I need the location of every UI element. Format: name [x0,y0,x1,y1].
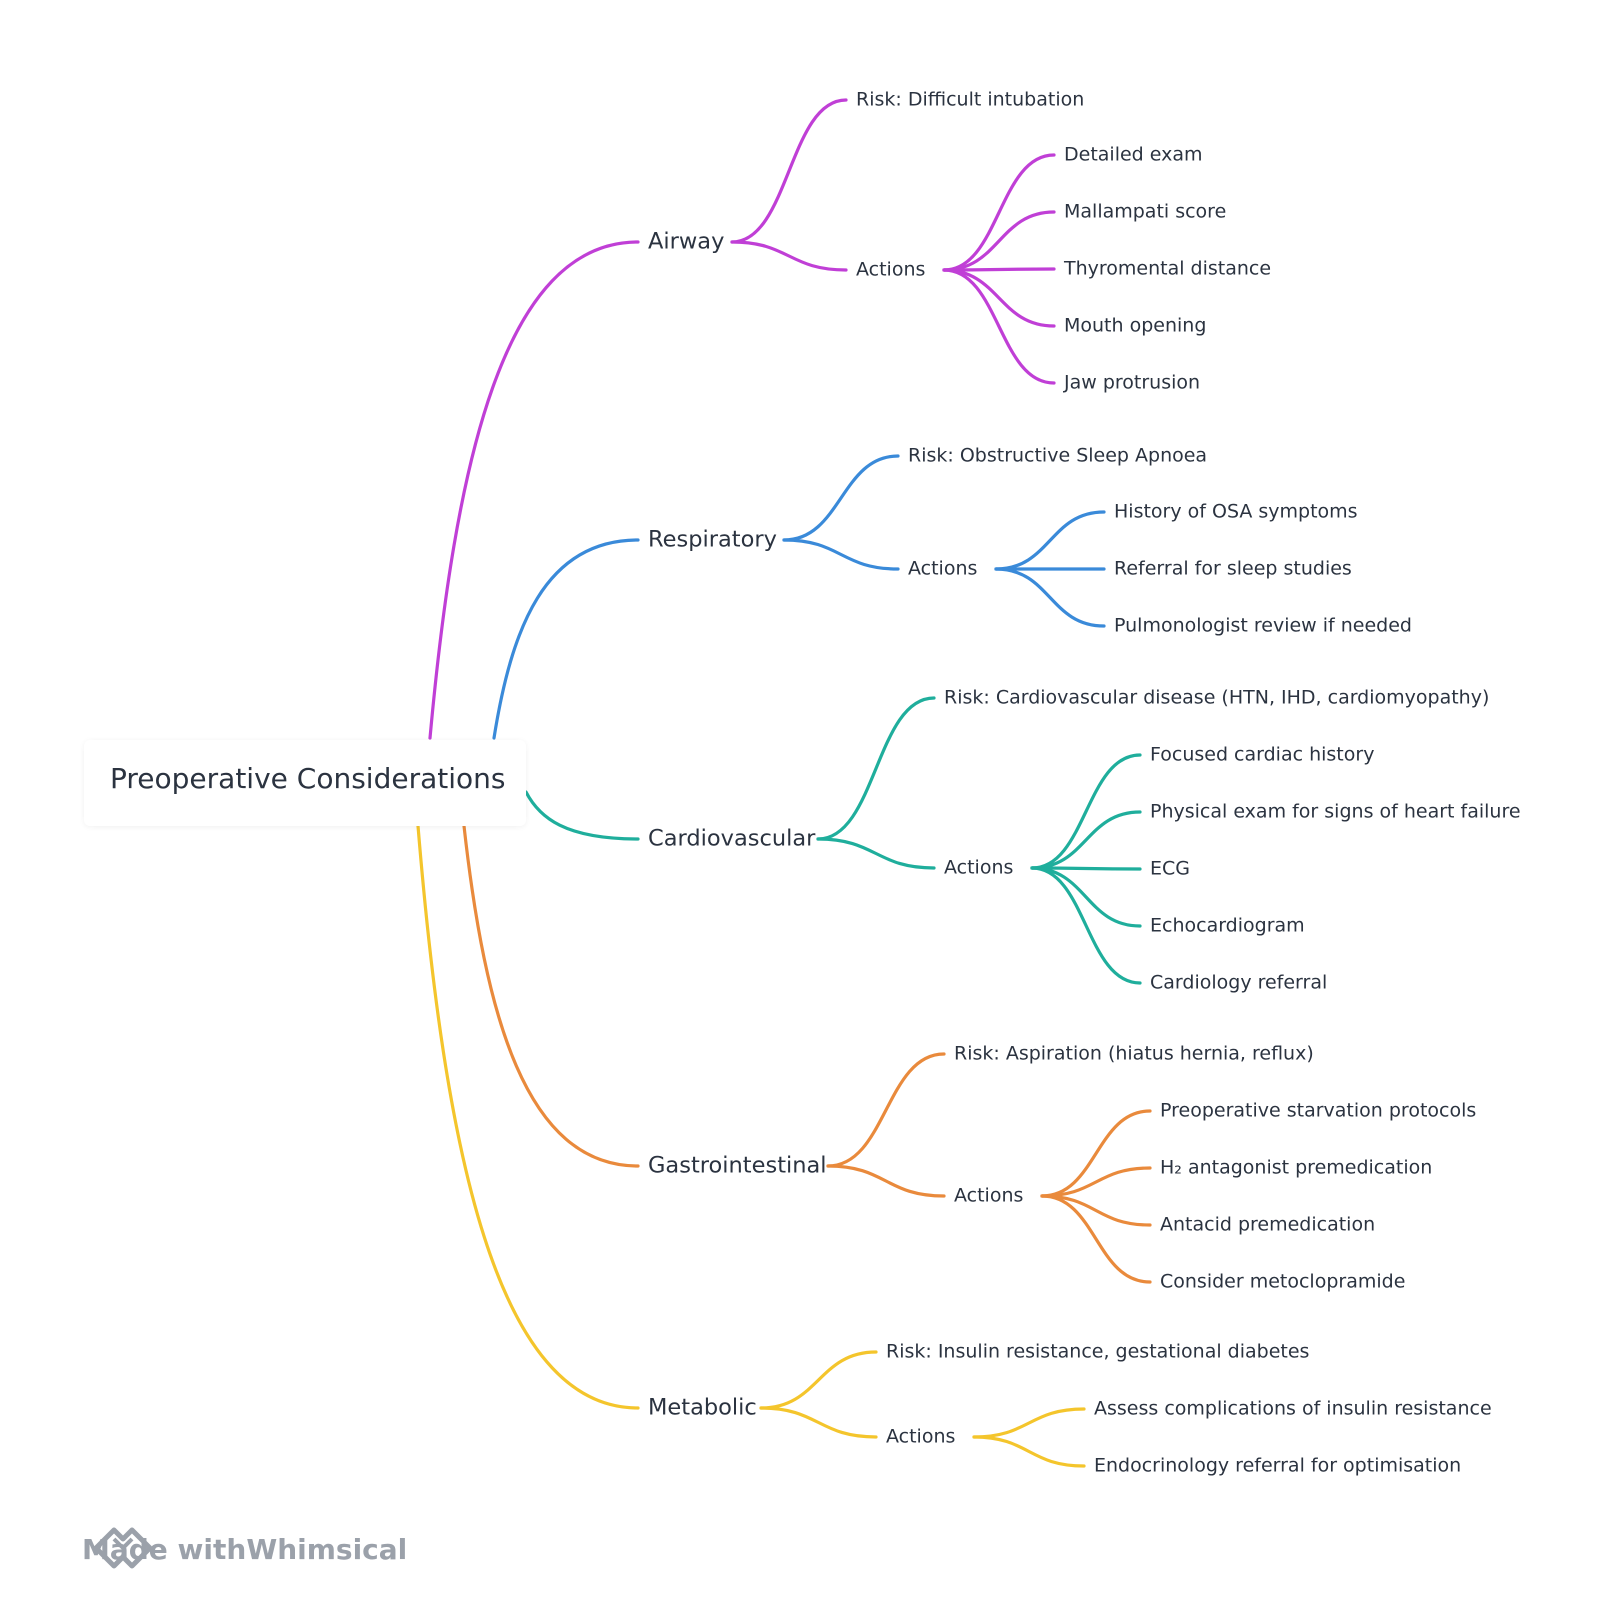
edge-cardiovascular-action-3 [1030,866,1142,928]
edge-gastrointestinal-action-0 [1040,1109,1152,1198]
edge-respiratory-action-0 [994,510,1106,571]
root-node[interactable] [84,740,526,826]
branch-metabolic-label[interactable]: Metabolic [648,1395,757,1421]
action-gastrointestinal-1[interactable]: H₂ antagonist premedication [1160,1157,1432,1179]
action-cardiovascular-0[interactable]: Focused cardiac history [1150,744,1374,766]
actions-airway[interactable]: Actions [856,259,925,281]
action-respiratory-2[interactable]: Pulmonologist review if needed [1114,615,1412,637]
edge-cardiovascular-risk [816,696,936,841]
edge-airway-action-4 [942,268,1056,385]
edge-airway-actions [730,240,848,272]
action-airway-3[interactable]: Mouth opening [1064,315,1206,337]
edge-root-airway [428,240,640,740]
edge-airway-action-3 [942,268,1056,328]
action-respiratory-1[interactable]: Referral for sleep studies [1114,558,1352,580]
edge-cardiovascular-action-2 [1030,866,1142,871]
branch-gastrointestinal-label[interactable]: Gastrointestinal [648,1153,827,1179]
actions-respiratory[interactable]: Actions [908,558,977,580]
risk-gastrointestinal[interactable]: Risk: Aspiration (hiatus hernia, reflux) [954,1043,1314,1065]
action-respiratory-0[interactable]: History of OSA symptoms [1114,501,1358,523]
action-metabolic-0[interactable]: Assess complications of insulin resistan… [1094,1398,1492,1420]
branch-respiratory-label[interactable]: Respiratory [648,527,777,553]
branch-airway-label[interactable]: Airway [648,229,724,255]
edge-airway-action-0 [942,153,1056,272]
edge-airway-risk [730,98,848,244]
actions-cardiovascular[interactable]: Actions [944,857,1013,879]
edge-respiratory-risk [782,454,900,542]
root-node-label: Preoperative Considerations [110,762,506,795]
watermark[interactable]: Made with Whimsical [82,1527,407,1571]
actions-gastrointestinal[interactable]: Actions [954,1185,1023,1207]
edge-airway-action-2 [942,267,1056,272]
action-cardiovascular-1[interactable]: Physical exam for signs of heart failure [1150,801,1521,823]
edge-metabolic-action-1 [972,1435,1086,1468]
branch-cardiovascular-label[interactable]: Cardiovascular [648,826,816,852]
edge-cardiovascular-action-4 [1030,866,1142,985]
risk-respiratory[interactable]: Risk: Obstructive Sleep Apnoea [908,445,1207,467]
action-cardiovascular-4[interactable]: Cardiology referral [1150,972,1327,994]
edge-root-gastrointestinal [462,824,640,1168]
action-gastrointestinal-3[interactable]: Consider metoclopramide [1160,1271,1405,1293]
watermark-brand: Whimsical [246,1532,408,1566]
edge-gastrointestinal-actions [826,1164,946,1198]
action-airway-1[interactable]: Mallampati score [1064,201,1226,223]
edge-gastrointestinal-action-3 [1040,1194,1152,1284]
action-airway-4[interactable]: Jaw protrusion [1063,372,1200,394]
risk-cardiovascular[interactable]: Risk: Cardiovascular disease (HTN, IHD, … [944,687,1489,709]
action-cardiovascular-3[interactable]: Echocardiogram [1150,915,1305,937]
actions-metabolic[interactable]: Actions [886,1426,955,1448]
edge-gastrointestinal-action-2 [1040,1194,1152,1227]
edge-gastrointestinal-action-1 [1040,1166,1152,1198]
whimsical-logo-icon [94,1527,152,1569]
edge-root-respiratory [492,538,640,740]
edge-cardiovascular-action-1 [1030,810,1142,870]
edge-root-metabolic [416,824,640,1410]
edge-respiratory-actions [782,538,900,571]
action-gastrointestinal-0[interactable]: Preoperative starvation protocols [1160,1100,1476,1122]
edge-respiratory-action-2 [994,567,1106,628]
action-cardiovascular-2[interactable]: ECG [1150,858,1190,880]
edge-cardiovascular-actions [816,837,936,870]
action-airway-0[interactable]: Detailed exam [1064,144,1203,166]
edge-gastrointestinal-risk [826,1052,946,1168]
edge-metabolic-risk [759,1350,878,1410]
edge-metabolic-action-0 [972,1407,1086,1439]
action-metabolic-1[interactable]: Endocrinology referral for optimisation [1094,1455,1461,1477]
risk-metabolic[interactable]: Risk: Insulin resistance, gestational di… [886,1341,1309,1363]
risk-airway[interactable]: Risk: Difficult intubation [856,89,1084,111]
edge-root-cardiovascular [524,790,640,841]
edge-airway-action-1 [942,210,1056,272]
action-gastrointestinal-2[interactable]: Antacid premedication [1160,1214,1375,1236]
edge-cardiovascular-action-0 [1030,753,1142,870]
action-airway-2[interactable]: Thyromental distance [1063,258,1271,280]
edge-metabolic-actions [759,1406,878,1439]
